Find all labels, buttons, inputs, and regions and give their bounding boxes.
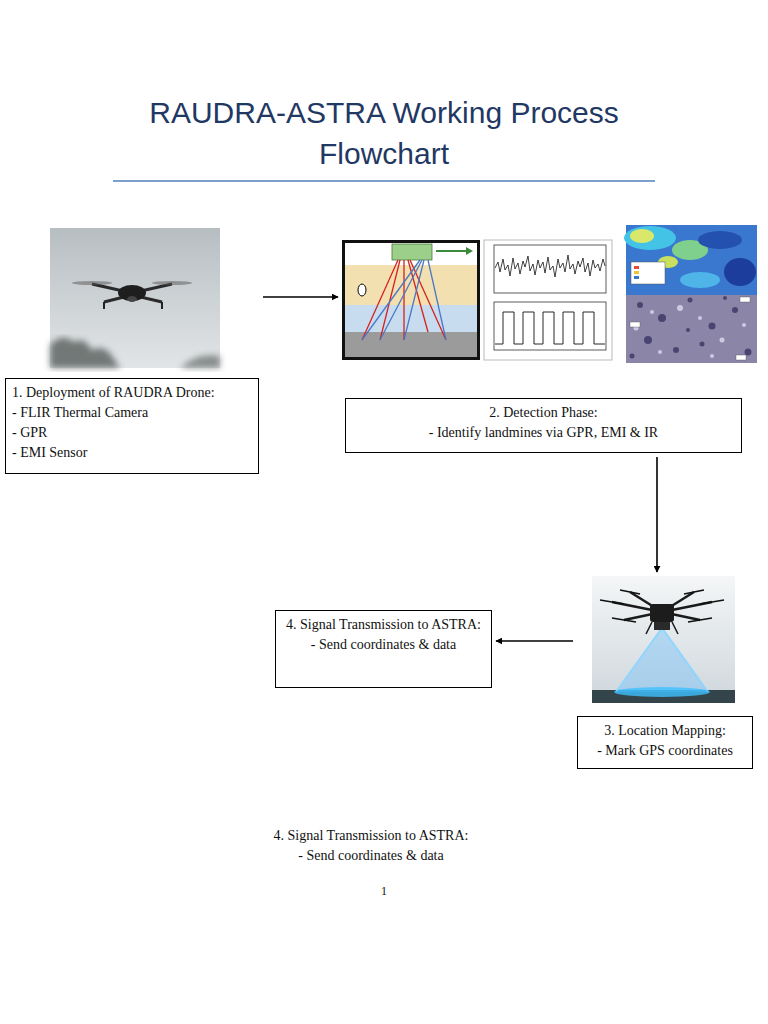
page-number: 1 (364, 881, 404, 901)
flow-arrow (656, 457, 658, 572)
title-underline (113, 180, 655, 182)
step-heading: 2. Detection Phase: (352, 403, 735, 423)
process-node: 2. Detection Phase:- Identify landmines … (342, 225, 758, 453)
text-box: 2. Detection Phase:- Identify landmines … (345, 398, 742, 453)
flow-arrow (496, 640, 573, 642)
text-box: 4. Signal Transmission to ASTRA:- Send c… (275, 610, 492, 688)
note-text: - Send coordinates & data (240, 846, 502, 866)
step-detail: - Identify landmines via GPR, EMI & IR (352, 423, 735, 443)
step-detail: - Send coordinates & data (282, 635, 485, 655)
signal-charts (484, 240, 612, 360)
text-box: 3. Location Mapping:- Mark GPS coordinat… (577, 716, 753, 769)
step-detail: - GPR (12, 423, 252, 443)
step-detail: - FLIR Thermal Camera (12, 403, 252, 423)
step-detail: - EMI Sensor (12, 443, 252, 463)
process-node: 3. Location Mapping:- Mark GPS coordinat… (577, 576, 753, 769)
text-box: 1. Deployment of RAUDRA Drone:- FLIR The… (5, 378, 259, 474)
gpr-diagram (342, 240, 480, 360)
flow-arrow (263, 296, 338, 298)
process-node: 1. Deployment of RAUDRA Drone:- FLIR The… (5, 228, 259, 474)
diagram-title: RAUDRA-ASTRA Working Process Flowchart (84, 92, 684, 174)
step-heading: 3. Location Mapping: (584, 721, 746, 741)
step-heading: 1. Deployment of RAUDRA Drone: (12, 383, 252, 403)
step-heading: 4. Signal Transmission to ASTRA: (282, 615, 485, 635)
step-detail: - Mark GPS coordinates (584, 741, 746, 761)
hexacopter-photo (592, 576, 735, 703)
heat-map (624, 225, 757, 295)
terrain-image (626, 295, 757, 363)
process-node: 4. Signal Transmission to ASTRA:- Send c… (275, 610, 492, 688)
note-text: 4. Signal Transmission to ASTRA: (240, 826, 502, 846)
drone-photo (50, 228, 220, 368)
